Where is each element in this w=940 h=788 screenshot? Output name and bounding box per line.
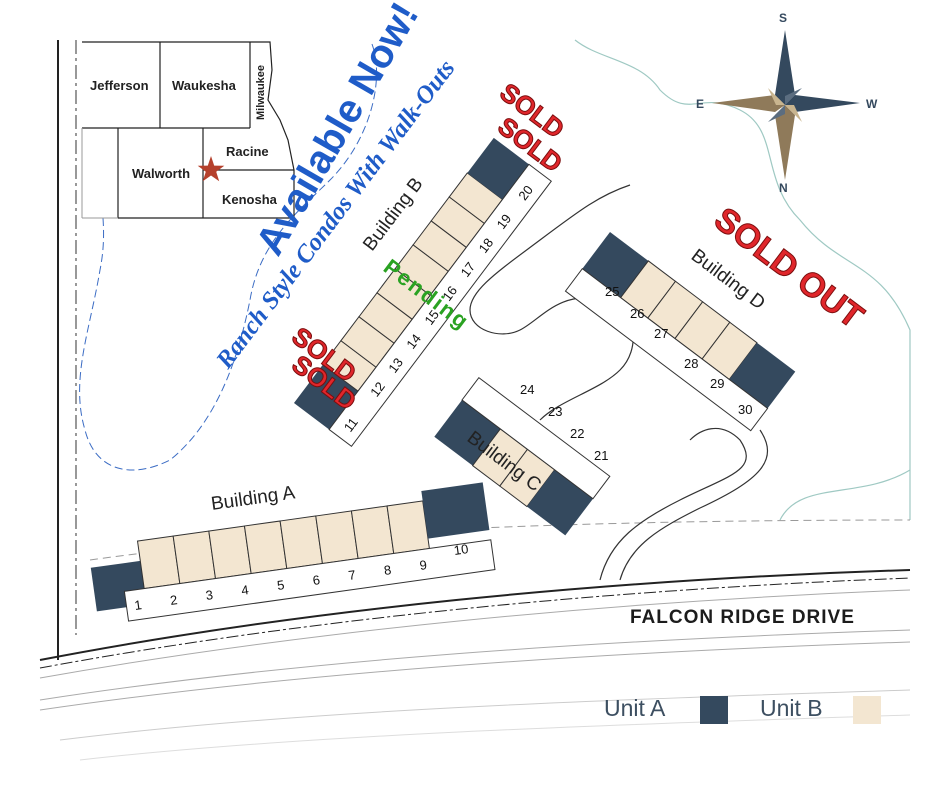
unit-26: 26 — [630, 306, 644, 321]
legend-unit-b-swatch — [853, 696, 881, 724]
building-a-label: Building A — [210, 482, 297, 515]
unit-15: 15 — [421, 307, 442, 328]
building-b: 11 12 13 14 15 16 17 18 19 20 Building B — [293, 137, 552, 448]
unit-12: 12 — [367, 379, 388, 400]
road-name-label: FALCON RIDGE DRIVE — [630, 607, 855, 628]
location-star-icon — [197, 156, 225, 182]
county-kenosha: Kenosha — [222, 192, 278, 207]
unit-21: 21 — [594, 448, 608, 463]
county-milwaukee: Milwaukee — [255, 65, 267, 120]
unit-13: 13 — [385, 355, 406, 376]
compass-east-label: E — [696, 97, 704, 111]
unit-8: 8 — [383, 562, 392, 578]
unit-14: 14 — [403, 331, 424, 352]
unit-29: 29 — [710, 376, 724, 391]
unit-22: 22 — [570, 426, 584, 441]
county-walworth: Walworth — [132, 166, 190, 181]
unit-4: 4 — [240, 582, 249, 598]
unit-3: 3 — [205, 587, 214, 603]
unit-10: 10 — [453, 541, 469, 558]
unit-25: 25 — [605, 284, 619, 299]
building-c: 24 23 22 21 Building C — [434, 376, 611, 536]
inset-county-map: Jefferson Waukesha Milwaukee Walworth Ra… — [81, 41, 295, 219]
unit-19: 19 — [494, 211, 515, 232]
unit-23: 23 — [548, 404, 562, 419]
county-racine: Racine — [226, 144, 269, 159]
unit-7: 7 — [347, 567, 356, 583]
unit-9: 9 — [419, 557, 428, 573]
building-a: 1 2 3 4 5 6 7 8 9 10 Building A — [90, 482, 496, 622]
compass-south-label: S — [779, 11, 787, 25]
unit-2: 2 — [169, 592, 178, 608]
unit-1: 1 — [133, 597, 142, 613]
unit-20: 20 — [515, 183, 536, 204]
legend-unit-a-swatch — [700, 696, 728, 724]
unit-17: 17 — [457, 259, 478, 280]
compass-rose-icon: S N E W — [696, 11, 878, 195]
site-boundary — [57, 39, 911, 660]
building-d: 25 26 27 28 29 30 Building D — [564, 231, 796, 432]
county-waukesha: Waukesha — [172, 78, 237, 93]
unit-5: 5 — [276, 577, 285, 593]
county-jefferson: Jefferson — [90, 78, 149, 93]
unit-27: 27 — [654, 326, 668, 341]
unit-16: 16 — [439, 283, 460, 304]
legend-unit-a-label: Unit A — [604, 695, 666, 721]
compass-west-label: W — [866, 97, 878, 111]
unit-6: 6 — [312, 572, 321, 588]
legend: Unit A Unit B — [604, 695, 881, 724]
compass-north-label: N — [779, 181, 788, 195]
unit-18: 18 — [476, 235, 497, 256]
unit-24: 24 — [520, 382, 534, 397]
sold-out-stamp: SOLD OUT — [707, 200, 870, 336]
unit-30: 30 — [738, 402, 752, 417]
unit-28: 28 — [684, 356, 698, 371]
legend-unit-b-label: Unit B — [760, 695, 823, 721]
